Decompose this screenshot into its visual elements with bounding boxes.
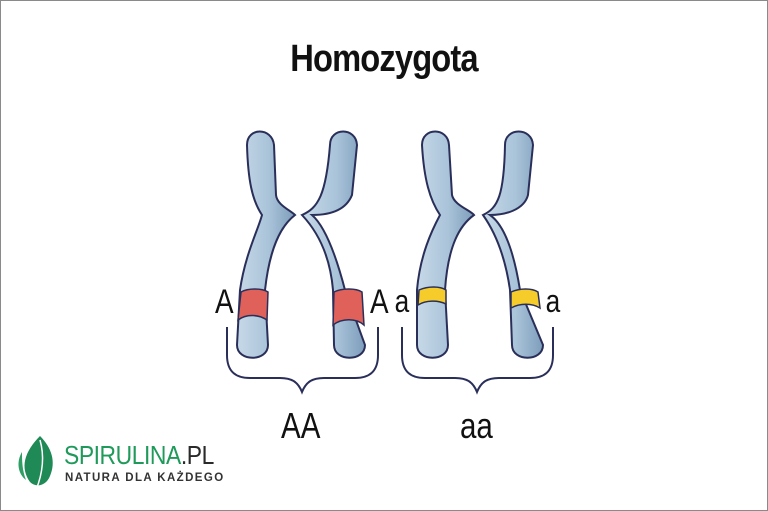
brace-aa — [401, 327, 554, 395]
brand-suffix: .PL — [180, 440, 214, 470]
allele-label-a-left: a — [394, 283, 410, 319]
leaf-icon — [18, 436, 53, 491]
chromosome-aa-left — [416, 130, 476, 359]
allele-label-A-right: A — [370, 283, 389, 321]
brace-AA — [226, 327, 379, 395]
chromosome-AA-left — [235, 130, 297, 359]
allele-label-a-right: a — [545, 283, 561, 319]
brand-text: SPIRULINA — [64, 440, 181, 470]
chromosome-AA-right — [300, 130, 367, 359]
genotype-label-aa: aa — [460, 405, 493, 446]
brand-tagline: NATURA DLA KAŻDEGO — [65, 472, 225, 484]
diagram-title: Homozygota — [290, 38, 478, 80]
chromosome-pair-AA — [235, 130, 367, 359]
genotype-label-AA: AA — [281, 405, 321, 446]
allele-label-A-left: A — [215, 283, 234, 321]
brand-name: SPIRULINA.PL — [64, 440, 214, 471]
chromosome-aa-right — [481, 130, 545, 359]
spirulina-logo[interactable]: SPIRULINA.PL NATURA DLA KAŻDEGO — [16, 434, 226, 494]
chromosome-pair-aa — [416, 130, 545, 359]
